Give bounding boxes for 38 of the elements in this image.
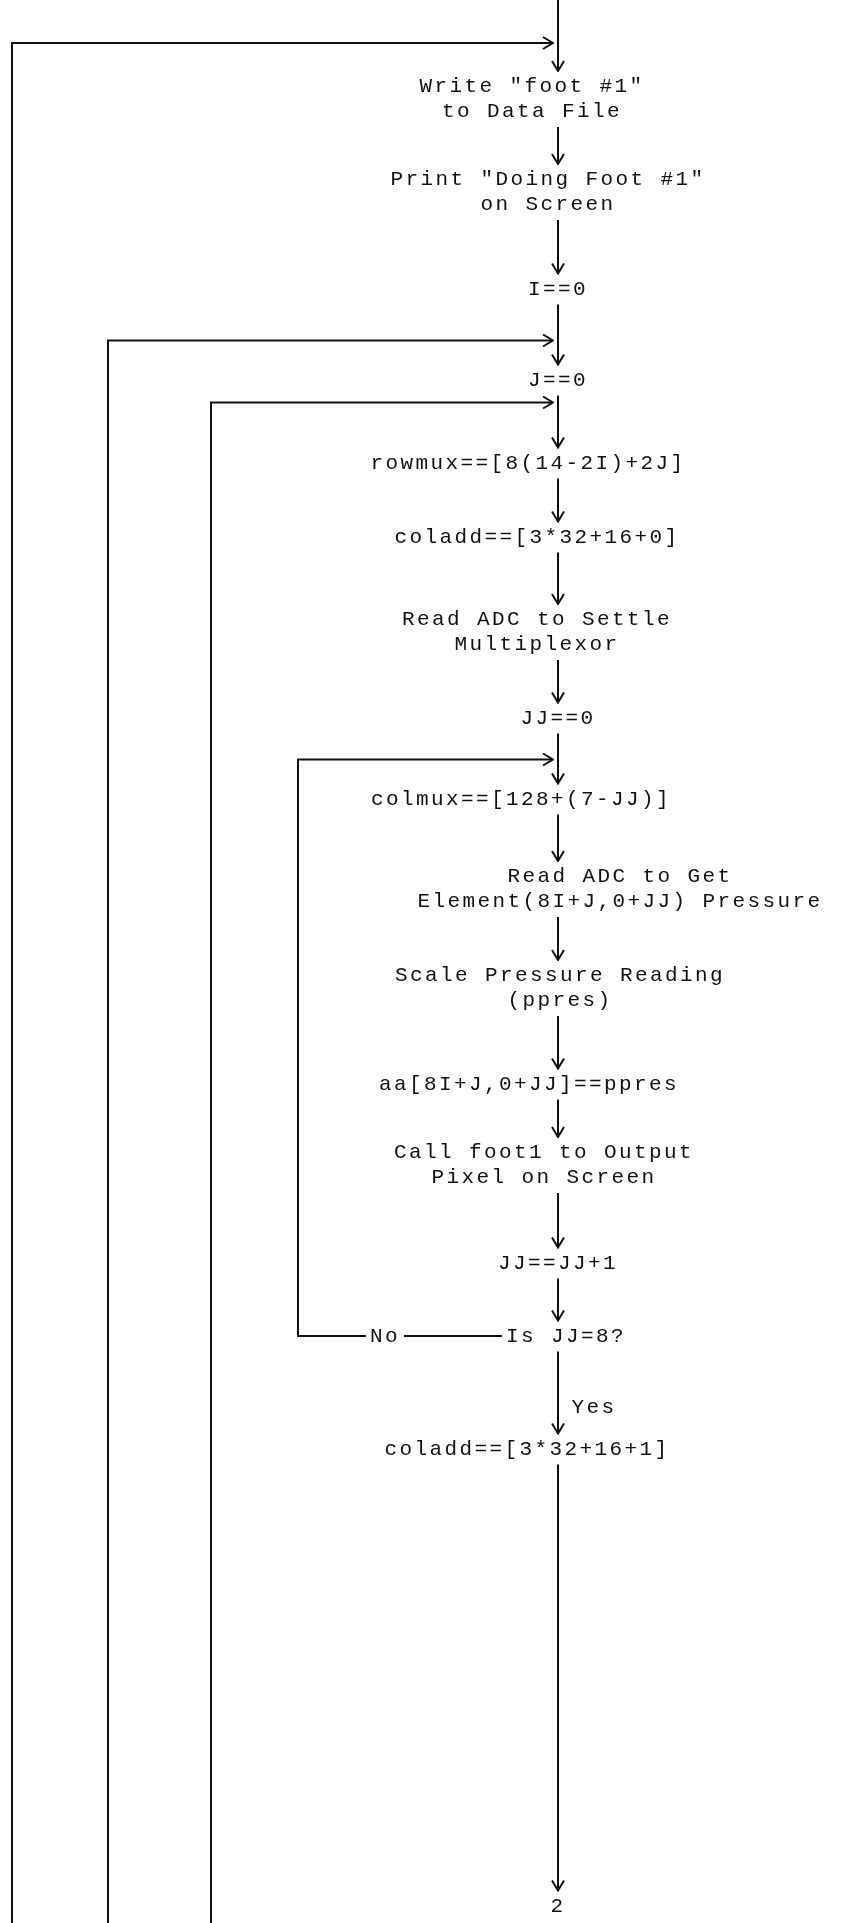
flow-step-text: Write "foot #1" to Data File bbox=[415, 74, 649, 124]
arrow bbox=[551, 732, 565, 785]
arrow bbox=[551, 813, 565, 862]
arrow bbox=[551, 1098, 565, 1138]
flow-step-text: Read ADC to Get Element(8I+J,0+JJ) Pressure bbox=[413, 864, 827, 914]
flow-step-text: JJ==JJ+1 bbox=[498, 1250, 619, 1276]
flow-step-text: Print "Doing Foot #1" on Screen bbox=[386, 167, 710, 217]
flow-step-text: Call foot1 to Output Pixel on Screen bbox=[390, 1140, 698, 1190]
flow-step-text: I==0 bbox=[528, 276, 588, 302]
flow-step-text: coladd==[3*32+16+0] bbox=[394, 524, 680, 550]
flow-step-text: Read ADC to Settle Multiplexor bbox=[398, 607, 676, 657]
arrow bbox=[297, 752, 554, 1337]
arrow bbox=[11, 36, 554, 1923]
arrow bbox=[551, 916, 565, 961]
flow-step-text: aa[8I+J,0+JJ]==ppres bbox=[379, 1071, 680, 1097]
flow-step-text: coladd==[3*32+16+1] bbox=[384, 1436, 670, 1462]
arrow bbox=[551, 551, 565, 605]
arrow bbox=[551, 0, 565, 72]
flow-step-text: Is JJ=8? bbox=[506, 1323, 627, 1349]
flow-step-text: colmux==[128+(7-JJ)] bbox=[371, 786, 672, 812]
arrow bbox=[551, 219, 565, 275]
arrow bbox=[551, 1277, 565, 1322]
arrow bbox=[551, 1015, 565, 1070]
arrow bbox=[551, 1350, 565, 1435]
flow-step-text: rowmux==[8(14-2I)+2J] bbox=[370, 450, 686, 476]
flow-step-text: JJ==0 bbox=[520, 705, 596, 731]
arrow bbox=[551, 126, 565, 165]
arrow bbox=[107, 333, 554, 1923]
arrow bbox=[551, 1463, 565, 1892]
arrow bbox=[551, 394, 565, 449]
arrow bbox=[551, 303, 565, 366]
flow-step-text: J==0 bbox=[528, 367, 588, 393]
flow-step-text: Scale Pressure Reading (ppres) bbox=[391, 963, 729, 1013]
arrow bbox=[551, 659, 565, 704]
arrow bbox=[551, 477, 565, 523]
arrow bbox=[551, 1192, 565, 1249]
flow-step-text: 2 bbox=[550, 1893, 566, 1919]
arrow bbox=[210, 395, 554, 1923]
